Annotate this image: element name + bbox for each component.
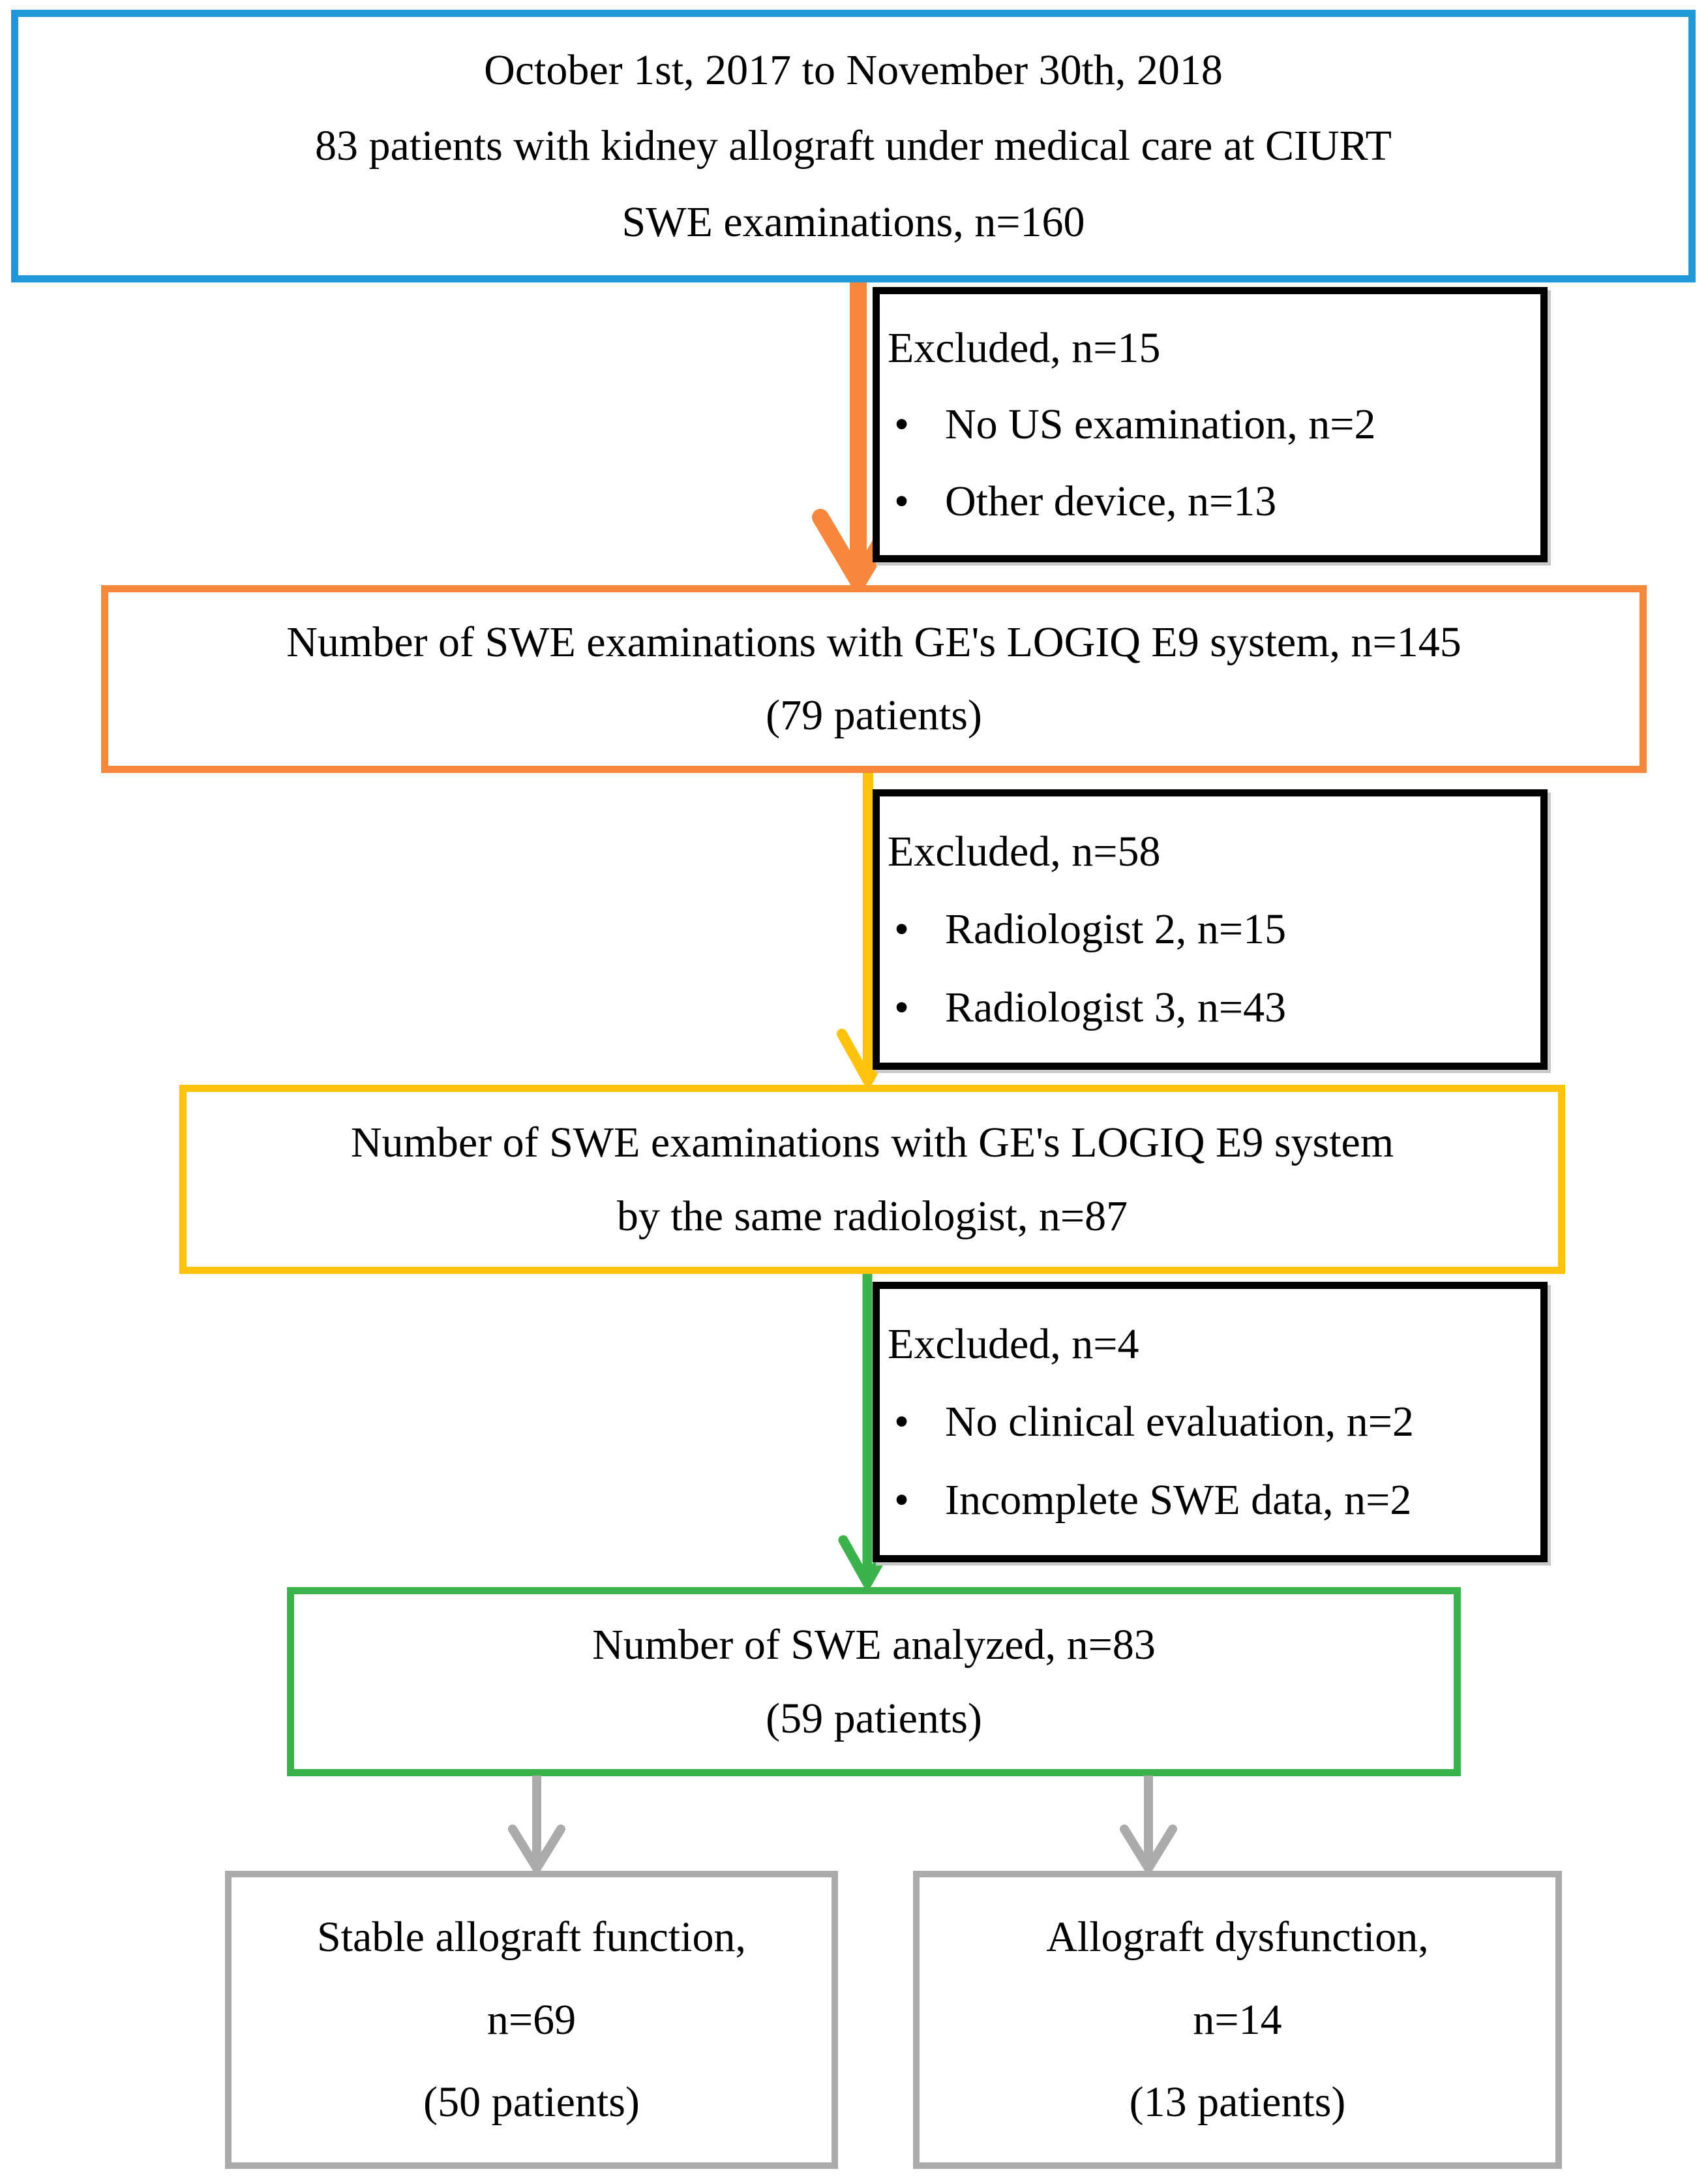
- analyzed-box: Number of SWE analyzed, n=83 (59 patient…: [287, 1587, 1461, 1776]
- excluded-3-bullet-2: • Incomplete SWE data, n=2: [888, 1477, 1411, 1522]
- bullet-icon: •: [894, 1398, 910, 1446]
- start-box: October 1st, 2017 to November 30th, 2018…: [11, 10, 1696, 282]
- logiq-box: Number of SWE examinations with GE's LOG…: [101, 585, 1647, 773]
- dysfunction-line-1: Allograft dysfunction,: [1046, 1913, 1429, 1961]
- bullet-icon: •: [894, 983, 910, 1031]
- dysfunction-line-3: (13 patients): [1129, 2078, 1346, 2127]
- start-line-3: SWE examinations, n=160: [622, 198, 1085, 246]
- excluded-3-bullet-1-text: No clinical evaluation, n=2: [945, 1398, 1415, 1446]
- dysfunction-line-2: n=14: [1193, 1995, 1282, 2044]
- start-line-2: 83 patients with kidney allograft under …: [315, 122, 1392, 170]
- excluded-1-bullet-2-text: Other device, n=13: [945, 477, 1277, 525]
- same-radiologist-box: Number of SWE examinations with GE's LOG…: [179, 1085, 1565, 1274]
- excluded-box-3: Excluded, n=4 • No clinical evaluation, …: [873, 1282, 1548, 1562]
- excluded-3-title: Excluded, n=4: [888, 1320, 1139, 1369]
- excluded-2-bullet-2-text: Radiologist 3, n=43: [945, 983, 1287, 1031]
- gray-down-arrow-right-icon: [1120, 1776, 1177, 1873]
- excluded-3-bullet-2-text: Incomplete SWE data, n=2: [945, 1476, 1412, 1524]
- stable-line-3: (50 patients): [423, 2078, 640, 2127]
- analyzed-line-2: (59 patients): [766, 1694, 982, 1742]
- bullet-icon: •: [894, 477, 910, 525]
- dysfunction-box: Allograft dysfunction, n=14 (13 patients…: [913, 1871, 1562, 2169]
- stable-line-1: Stable allograft function,: [317, 1913, 746, 1961]
- start-line-1: October 1st, 2017 to November 30th, 2018: [484, 46, 1223, 95]
- excluded-2-bullet-2: • Radiologist 3, n=43: [888, 983, 1287, 1031]
- bullet-icon: •: [894, 401, 910, 449]
- bullet-icon: •: [894, 1476, 910, 1524]
- analyzed-line-1: Number of SWE analyzed, n=83: [592, 1621, 1156, 1669]
- stable-function-box: Stable allograft function, n=69 (50 pati…: [225, 1871, 838, 2169]
- excluded-1-bullet-1: • No US examination, n=2: [888, 402, 1375, 447]
- stable-line-2: n=69: [487, 1995, 577, 2044]
- excluded-box-1: Excluded, n=15 • No US examination, n=2 …: [873, 287, 1548, 562]
- same-radiologist-line-2: by the same radiologist, n=87: [616, 1192, 1128, 1240]
- excluded-2-bullet-1-text: Radiologist 2, n=15: [945, 905, 1287, 954]
- same-radiologist-line-1: Number of SWE examinations with GE's LOG…: [350, 1119, 1394, 1167]
- logiq-line-2: (79 patients): [766, 691, 982, 740]
- excluded-2-title: Excluded, n=58: [888, 828, 1161, 876]
- logiq-line-1: Number of SWE examinations with GE's LOG…: [286, 618, 1461, 667]
- excluded-3-bullet-1: • No clinical evaluation, n=2: [888, 1398, 1415, 1446]
- excluded-1-bullet-2: • Other device, n=13: [888, 477, 1277, 525]
- excluded-2-bullet-1: • Radiologist 2, n=15: [888, 907, 1286, 952]
- bullet-icon: •: [894, 905, 910, 954]
- excluded-1-title: Excluded, n=15: [888, 324, 1161, 372]
- excluded-1-bullet-1-text: No US examination, n=2: [945, 401, 1376, 449]
- excluded-box-2: Excluded, n=58 • Radiologist 2, n=15 • R…: [873, 789, 1548, 1070]
- gray-down-arrow-left-icon: [508, 1776, 565, 1873]
